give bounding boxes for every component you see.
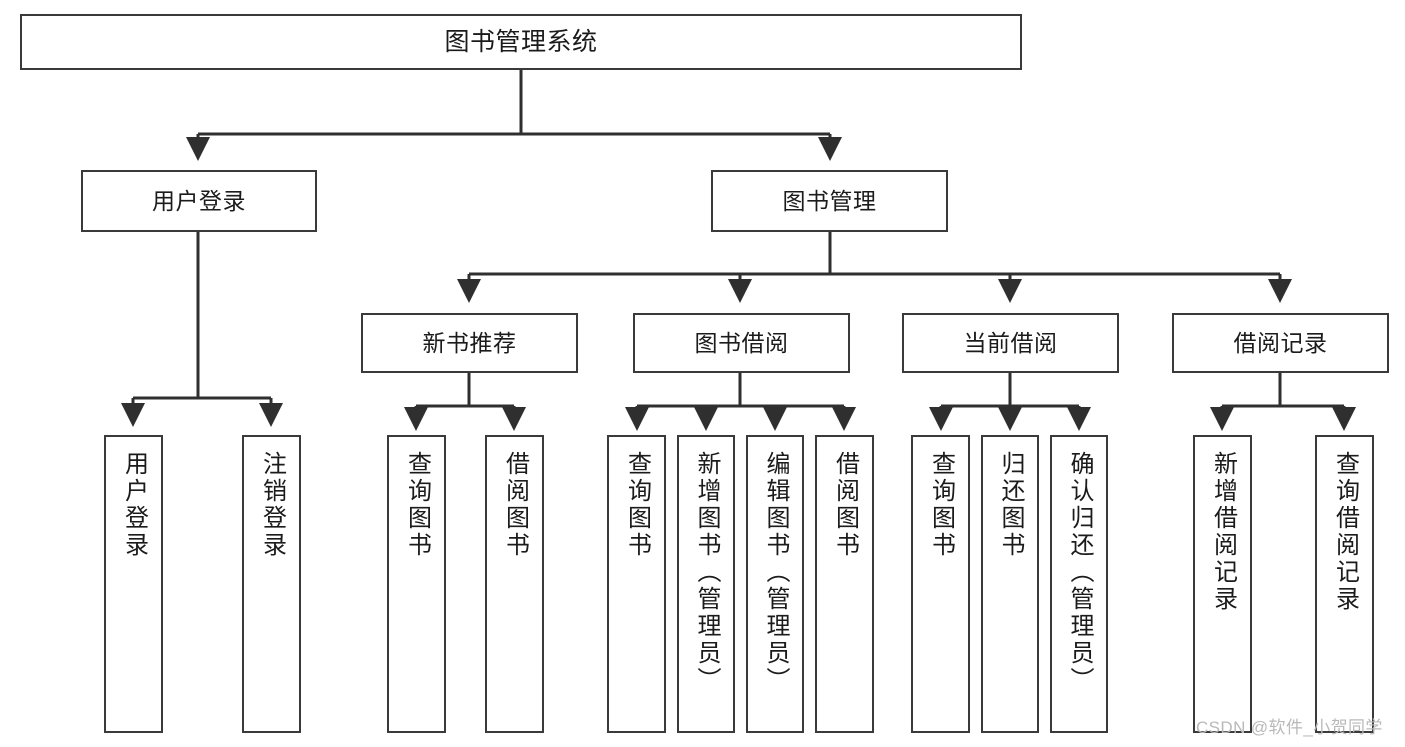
node-label: 确认归还（管理员）	[1065, 451, 1093, 694]
node-leaf-query-book-1[interactable]: 查询图书	[387, 435, 446, 733]
node-label: 新增图书（管理员）	[692, 451, 720, 694]
node-label: 查询图书	[927, 451, 955, 559]
node-label: 编辑图书（管理员）	[761, 451, 789, 694]
node-root-system[interactable]: 图书管理系统	[20, 14, 1022, 70]
node-label: 用户登录	[152, 187, 246, 214]
node-current-borrow[interactable]: 当前借阅	[902, 313, 1119, 373]
node-label: 用户登录	[120, 451, 148, 559]
node-label: 借阅图书	[831, 451, 859, 559]
node-user-login[interactable]: 用户登录	[81, 170, 317, 232]
node-leaf-user-logout[interactable]: 注销登录	[242, 435, 301, 733]
node-label: 注销登录	[258, 451, 286, 559]
node-leaf-borrow-book-2[interactable]: 借阅图书	[815, 435, 874, 733]
node-label: 借阅记录	[1233, 329, 1328, 356]
node-leaf-add-record[interactable]: 新增借阅记录	[1193, 435, 1252, 733]
node-leaf-query-book-2[interactable]: 查询图书	[607, 435, 666, 733]
node-label: 图书借阅	[694, 329, 789, 356]
node-borrow-record[interactable]: 借阅记录	[1172, 313, 1389, 373]
node-label: 图书管理	[782, 187, 877, 214]
node-book-borrow[interactable]: 图书借阅	[633, 313, 850, 373]
node-label: 查询图书	[623, 451, 651, 559]
node-label: 新书推荐	[422, 329, 517, 356]
node-new-book-recommend[interactable]: 新书推荐	[361, 313, 578, 373]
node-label: 新增借阅记录	[1209, 451, 1237, 613]
node-leaf-query-record[interactable]: 查询借阅记录	[1315, 435, 1374, 733]
node-label: 查询借阅记录	[1331, 451, 1359, 613]
node-label: 借阅图书	[501, 451, 529, 559]
node-leaf-return-book[interactable]: 归还图书	[981, 435, 1039, 733]
node-label: 归还图书	[996, 451, 1024, 559]
node-leaf-edit-book[interactable]: 编辑图书（管理员）	[746, 435, 804, 733]
node-label: 当前借阅	[963, 329, 1058, 356]
node-leaf-query-book-3[interactable]: 查询图书	[911, 435, 970, 733]
csdn-watermark: CSDN @软件_小贺同学	[1196, 718, 1383, 737]
node-label: 查询图书	[403, 451, 431, 559]
node-leaf-user-login[interactable]: 用户登录	[104, 435, 163, 733]
node-book-manage[interactable]: 图书管理	[711, 170, 948, 232]
node-leaf-borrow-book-1[interactable]: 借阅图书	[485, 435, 544, 733]
node-label: 图书管理系统	[444, 27, 598, 56]
node-leaf-confirm-return[interactable]: 确认归还（管理员）	[1050, 435, 1108, 733]
node-leaf-add-book[interactable]: 新增图书（管理员）	[677, 435, 735, 733]
